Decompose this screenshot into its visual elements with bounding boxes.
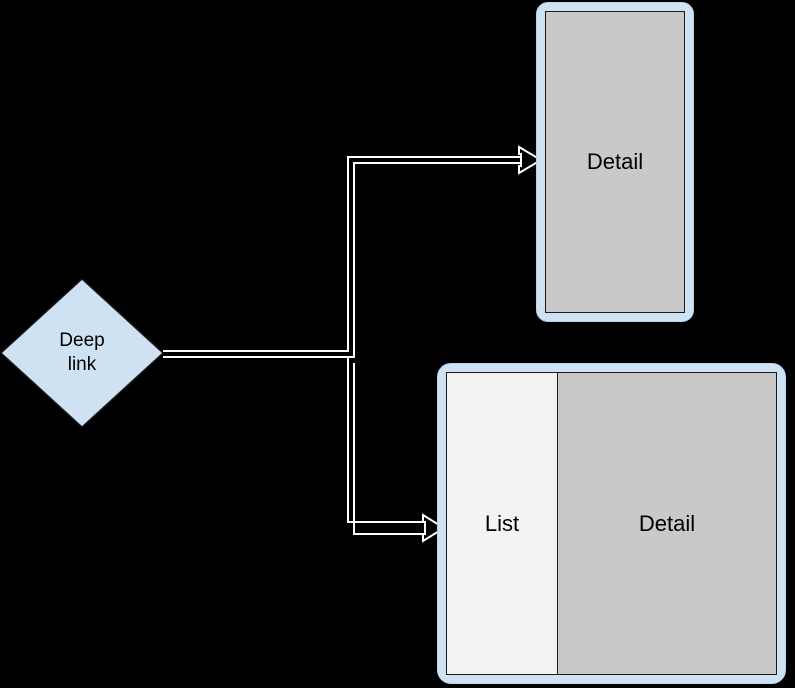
diamond-shape [0, 278, 164, 428]
list-pane[interactable]: List [447, 373, 558, 674]
window-list-detail[interactable]: List Detail [437, 363, 786, 684]
connector-deeplink-to-detail [163, 145, 543, 358]
window-detail[interactable]: Detail [536, 2, 694, 322]
detail-pane[interactable]: Detail [558, 373, 776, 674]
list-detail-screen: List Detail [446, 372, 777, 675]
list-detail-detail-pane-label: Detail [638, 510, 696, 536]
detail-screen: Detail [545, 11, 685, 313]
list-pane-label: List [484, 510, 520, 536]
node-deep-link[interactable]: Deep link [0, 278, 164, 428]
detail-pane-label: Detail [586, 149, 644, 174]
connector-deeplink-to-list-detail [347, 357, 446, 543]
